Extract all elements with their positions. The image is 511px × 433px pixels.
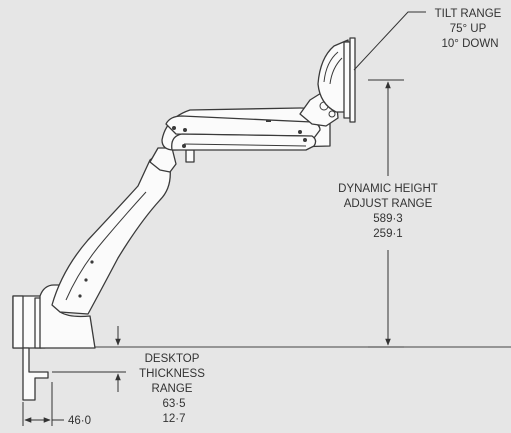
thickness-max: 63·5 <box>162 398 185 410</box>
tilt-range-down: 10° DOWN <box>442 38 499 50</box>
tilt-range-label: TILT RANGE 75° UP 10° DOWN <box>435 8 502 50</box>
thickness-dimension <box>52 326 126 392</box>
thickness-subtitle: THICKNESS <box>139 368 205 380</box>
monitor-mount <box>317 37 356 123</box>
height-dimension <box>368 79 404 348</box>
dynamic-height-min: 259·1 <box>373 228 402 240</box>
desktop-thickness-label: DESKTOP THICKNESS RANGE 63·5 12·7 <box>139 353 205 425</box>
thickness-range-word: RANGE <box>152 383 193 395</box>
dynamic-height-max: 589·3 <box>373 213 402 225</box>
tilt-range-leader <box>353 11 426 71</box>
dynamic-height-title: DYNAMIC HEIGHT <box>338 183 438 195</box>
tilt-range-title: TILT RANGE <box>435 8 502 20</box>
tilt-range-up: 75° UP <box>450 23 487 35</box>
lower-arm <box>51 151 171 315</box>
thickness-min: 12·7 <box>162 413 185 425</box>
clamp-offset-dimension <box>22 382 64 426</box>
dynamic-height-label: DYNAMIC HEIGHT ADJUST RANGE 589·3 259·1 <box>338 183 438 240</box>
clamp-offset-label: 46·0 <box>68 415 91 427</box>
thickness-title: DESKTOP <box>145 353 200 365</box>
dynamic-height-subtitle: ADJUST RANGE <box>344 198 433 210</box>
